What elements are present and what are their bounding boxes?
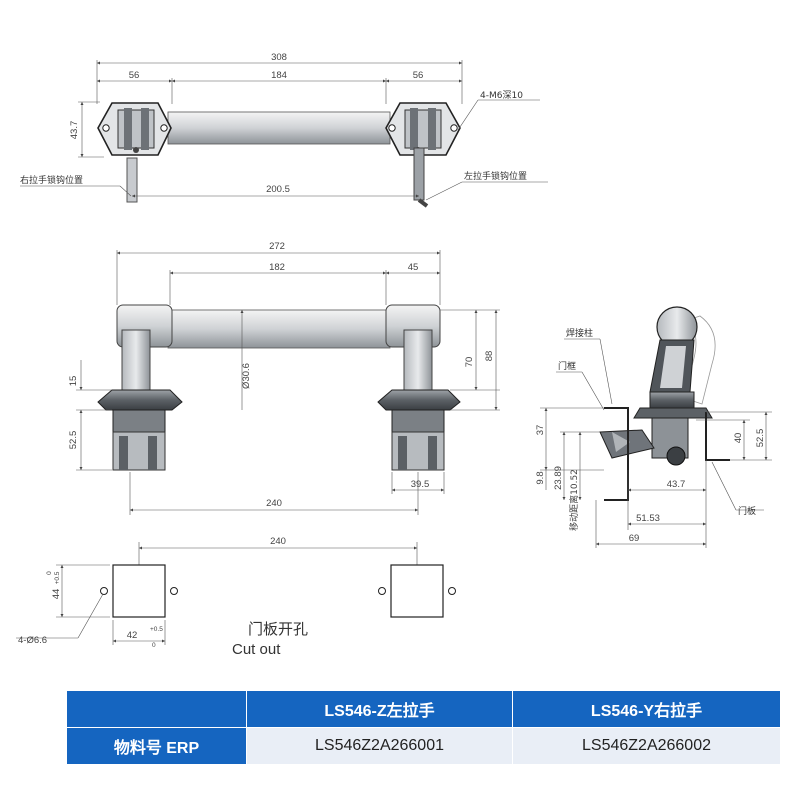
tol-42-upper: +0.5 xyxy=(150,626,163,633)
dim-front-right: 45 xyxy=(408,262,419,273)
dim-top-total: 308 xyxy=(271,52,287,63)
dim-top-right: 56 xyxy=(413,70,424,81)
dim-88: 88 xyxy=(484,351,495,362)
right-handle-header: LS546-Y右拉手 xyxy=(512,690,781,728)
cutout-square-left xyxy=(112,564,166,618)
dim-69: 69 xyxy=(629,533,640,544)
side-view: 焊接柱 门框 门板 37 9.8 23.89 移动距离10.52 40 52.5 xyxy=(535,306,772,548)
right-hook-position xyxy=(413,147,425,201)
dim-9-8: 9.8 xyxy=(535,471,546,484)
handle-tube-front xyxy=(167,309,391,349)
dim-23-89: 23.89 xyxy=(553,466,564,490)
cutout-title-zh: 门板开孔 xyxy=(248,620,309,638)
dim-top-left: 56 xyxy=(129,70,140,81)
table-row: 物料号 ERP LS546Z2A266001 LS546Z2A266002 xyxy=(66,727,781,765)
dim-51-53: 51.53 xyxy=(636,513,660,524)
dim-15: 15 xyxy=(68,376,79,387)
dim-43-7-side: 43.7 xyxy=(667,479,686,490)
dim-top-height: 43.7 xyxy=(69,121,80,140)
tol-42-lower: 0 xyxy=(152,642,156,649)
front-view: 272 182 45 Ø30 xyxy=(68,241,500,515)
right-mount-top xyxy=(385,102,461,156)
left-mount-top xyxy=(97,102,172,156)
erp-table-corner xyxy=(66,690,247,728)
weld-stud-label: 焊接柱 xyxy=(566,327,593,339)
dim-52-5-front: 52.5 xyxy=(68,431,79,450)
dim-240-front: 240 xyxy=(266,498,282,509)
cutout-hole xyxy=(448,587,456,595)
dim-diameter: Ø30.6 xyxy=(241,363,252,389)
tol-44-lower: 0 xyxy=(46,571,53,575)
cutout-hole xyxy=(378,587,386,595)
door-panel-label: 门板 xyxy=(738,505,756,517)
tol-44-upper: +0.5 xyxy=(54,571,61,584)
thread-note: 4-M6深10 xyxy=(480,90,523,101)
left-erp-code: LS546Z2A266001 xyxy=(246,727,513,765)
dim-52-5-side: 52.5 xyxy=(755,429,766,448)
left-hook-note: 右拉手锁钩位置 xyxy=(20,174,83,186)
right-erp-code: LS546Z2A266002 xyxy=(512,727,781,765)
dim-240-cutout: 240 xyxy=(270,536,286,547)
door-frame-label: 门框 xyxy=(558,360,576,372)
top-view: 308 56 184 56 43.7 xyxy=(20,52,548,208)
table-row: LS546-Z左拉手 LS546-Y右拉手 xyxy=(66,690,781,728)
erp-row-label: 物料号 ERP xyxy=(66,727,247,765)
left-post-front xyxy=(97,304,183,471)
dim-move-distance: 移动距离10.52 xyxy=(568,469,580,531)
dim-front-total: 272 xyxy=(269,241,285,252)
dim-42: 42 xyxy=(127,630,138,641)
left-handle-header: LS546-Z左拉手 xyxy=(246,690,513,728)
dim-37: 37 xyxy=(535,425,546,436)
dim-39-5: 39.5 xyxy=(411,479,430,490)
handle-tube-top xyxy=(167,111,391,145)
cutout-hole xyxy=(170,587,178,595)
dim-hook-distance: 200.5 xyxy=(266,184,290,195)
right-post-front xyxy=(377,304,461,471)
dim-top-mid: 184 xyxy=(271,70,287,81)
dim-70: 70 xyxy=(464,357,475,368)
left-hook-position xyxy=(126,157,138,203)
cutout-view: 240 44 +0.5 0 42 +0.5 0 4-Ø6.6 xyxy=(16,536,456,649)
dim-44: 44 xyxy=(51,589,62,600)
right-hook-note: 左拉手锁钩位置 xyxy=(464,170,527,182)
cutout-title-en: Cut out xyxy=(232,641,281,658)
holes-note: 4-Ø6.6 xyxy=(18,635,47,646)
cutout-square-right xyxy=(390,564,444,618)
dim-front-mid: 182 xyxy=(269,262,285,273)
cutout-hole xyxy=(100,587,108,595)
dim-40: 40 xyxy=(733,433,744,444)
erp-table: LS546-Z左拉手 LS546-Y右拉手 物料号 ERP LS546Z2A26… xyxy=(66,690,781,765)
